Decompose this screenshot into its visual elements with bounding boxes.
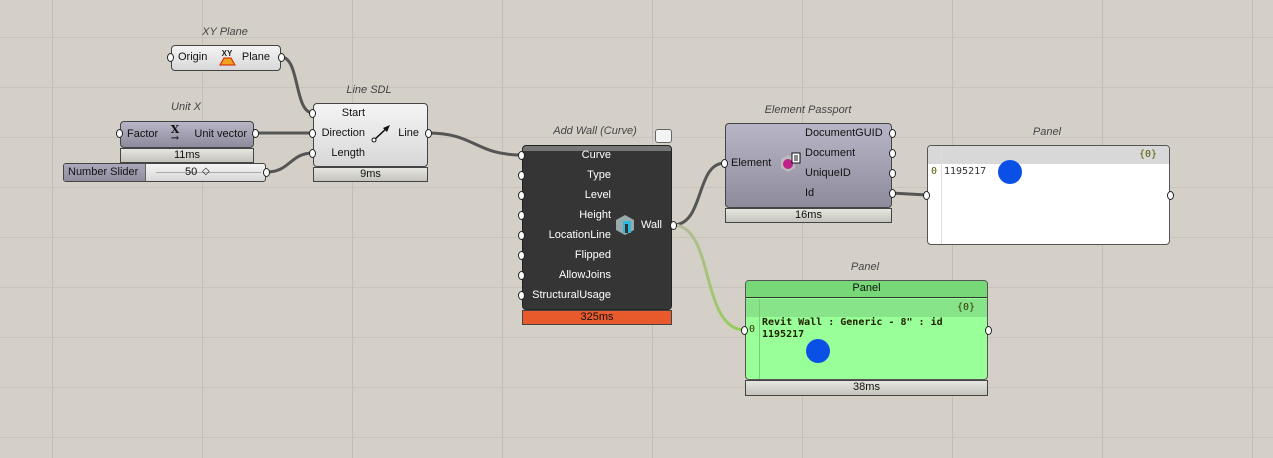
panel-1-nickname: Panel — [1032, 126, 1062, 138]
panel-2-timing: 38ms — [745, 380, 988, 396]
allowjoins-input-port[interactable] — [518, 271, 525, 280]
unit-vector-icon: X→ — [170, 123, 180, 144]
element-input-label: Element — [731, 157, 772, 169]
allowjoins-input-label: AllowJoins — [559, 269, 611, 281]
locationline-input-port[interactable] — [518, 231, 525, 240]
wall-output-label: Wall — [641, 219, 662, 231]
type-input-port[interactable] — [518, 171, 525, 180]
flipped-input-label: Flipped — [574, 249, 611, 261]
panel-2-title: Panel — [746, 281, 987, 298]
start-input-label: Start — [341, 107, 365, 119]
xy-plane-nickname: XY Plane — [202, 26, 248, 38]
message-bubble-icon[interactable] — [655, 129, 672, 143]
documentguid-output-port[interactable] — [889, 129, 896, 138]
locationline-input-label: LocationLine — [548, 229, 611, 241]
direction-input-port[interactable] — [309, 129, 316, 138]
panel-2[interactable]: Panel {0} 0 Revit Wall : Generic - 8" : … — [745, 280, 988, 380]
panel-2-input-port[interactable] — [741, 326, 748, 335]
revit-wall-icon — [616, 215, 634, 235]
slider-output-port[interactable] — [263, 168, 270, 177]
unit-x-icon-text: X — [170, 123, 180, 136]
line-output-port[interactable] — [425, 129, 432, 138]
start-input-port[interactable] — [309, 109, 316, 118]
direction-input-label: Direction — [321, 127, 365, 139]
element-passport-timing: 16ms — [725, 208, 892, 223]
add-wall-nickname: Add Wall (Curve) — [553, 125, 637, 137]
add-wall-timing: 325ms — [522, 310, 672, 325]
structuralusage-input-label: StructuralUsage — [532, 289, 611, 301]
uniqueid-output-label: UniqueID — [805, 167, 851, 179]
panel-1-output-port[interactable] — [1167, 191, 1174, 200]
documentguid-output-label: DocumentGUID — [805, 127, 883, 139]
wire-wall-element — [671, 161, 727, 227]
document-output-label: Document — [805, 147, 856, 159]
unit-x-nickname: Unit X — [171, 101, 201, 113]
panel-2-line-1: Revit Wall : Generic - 8" : id — [762, 317, 943, 328]
number-slider[interactable]: Number Slider 50 ◇ — [63, 163, 266, 182]
unit-x-timing: 11ms — [120, 148, 254, 163]
panel-1-value: 1195217 — [944, 166, 987, 177]
line-output-label: Line — [398, 127, 419, 139]
xy-plane-component[interactable]: Origin XY Plane — [171, 45, 281, 71]
unit-vector-output-label: Unit vector — [194, 128, 247, 140]
slider-grip[interactable]: ◇ — [202, 166, 210, 177]
curve-input-label: Curve — [581, 149, 611, 161]
element-input-port[interactable] — [721, 159, 728, 168]
wall-output-port[interactable] — [670, 221, 677, 230]
wire-plane-start — [279, 55, 315, 115]
height-input-label: Height — [579, 209, 611, 221]
length-input-label: Length — [331, 147, 365, 159]
element-passport-nickname: Element Passport — [764, 104, 852, 116]
panel-2-path: {0} — [956, 302, 975, 313]
line-sdl-component[interactable]: Start Direction Length Line — [313, 103, 428, 167]
cursor-marker-2 — [806, 339, 830, 363]
level-input-label: Level — [584, 189, 611, 201]
panel-1-index: 0 — [931, 166, 938, 177]
factor-input-port[interactable] — [116, 129, 123, 138]
document-output-port[interactable] — [889, 149, 896, 158]
wire-id-panel — [889, 191, 929, 197]
factor-input-label: Factor — [127, 128, 159, 140]
panel-1-path: {0} — [1138, 149, 1157, 160]
length-input-port[interactable] — [309, 149, 316, 158]
type-input-label: Type — [587, 169, 611, 181]
panel-2-line-2: 1195217 — [762, 329, 805, 340]
unit-vector-output-port[interactable] — [252, 129, 259, 138]
height-input-port[interactable] — [518, 211, 525, 220]
id-output-port[interactable] — [889, 189, 896, 198]
add-wall-component[interactable]: Curve Type Level Height LocationLine Fli… — [522, 145, 672, 310]
wire-line-curve — [426, 131, 524, 157]
slider-label: Number Slider — [68, 166, 139, 178]
wire-slider-length — [265, 151, 315, 174]
curve-input-port[interactable] — [518, 151, 525, 160]
line-sdl-nickname: Line SDL — [346, 84, 392, 96]
plane-output-label: Plane — [241, 51, 270, 63]
origin-input-label: Origin — [178, 51, 208, 63]
unit-x-component[interactable]: Factor X→ Unit vector — [120, 121, 254, 148]
id-output-label: Id — [805, 187, 815, 199]
element-passport-component[interactable]: Element DocumentGUID Document UniqueID I… — [725, 123, 892, 208]
panel-1[interactable]: {0} 0 1195217 — [927, 145, 1170, 245]
xy-plane-icon: XY — [217, 48, 237, 68]
flipped-input-port[interactable] — [518, 251, 525, 260]
line-sdl-icon — [371, 125, 390, 143]
slider-value: 50 — [185, 166, 198, 178]
panel-1-input-port[interactable] — [923, 191, 930, 200]
panel-2-output-port[interactable] — [985, 326, 992, 335]
xy-text: XY — [222, 49, 233, 58]
element-passport-icon — [781, 152, 801, 172]
structuralusage-input-port[interactable] — [518, 291, 525, 300]
level-input-port[interactable] — [518, 191, 525, 200]
wire-wall-panel — [671, 223, 747, 332]
line-sdl-timing: 9ms — [313, 167, 428, 182]
origin-input-port[interactable] — [167, 53, 174, 62]
plane-output-port[interactable] — [278, 53, 285, 62]
panel-2-nickname: Panel — [850, 261, 880, 273]
uniqueid-output-port[interactable] — [889, 169, 896, 178]
cursor-marker — [998, 160, 1022, 184]
panel-2-index: 0 — [749, 324, 756, 335]
